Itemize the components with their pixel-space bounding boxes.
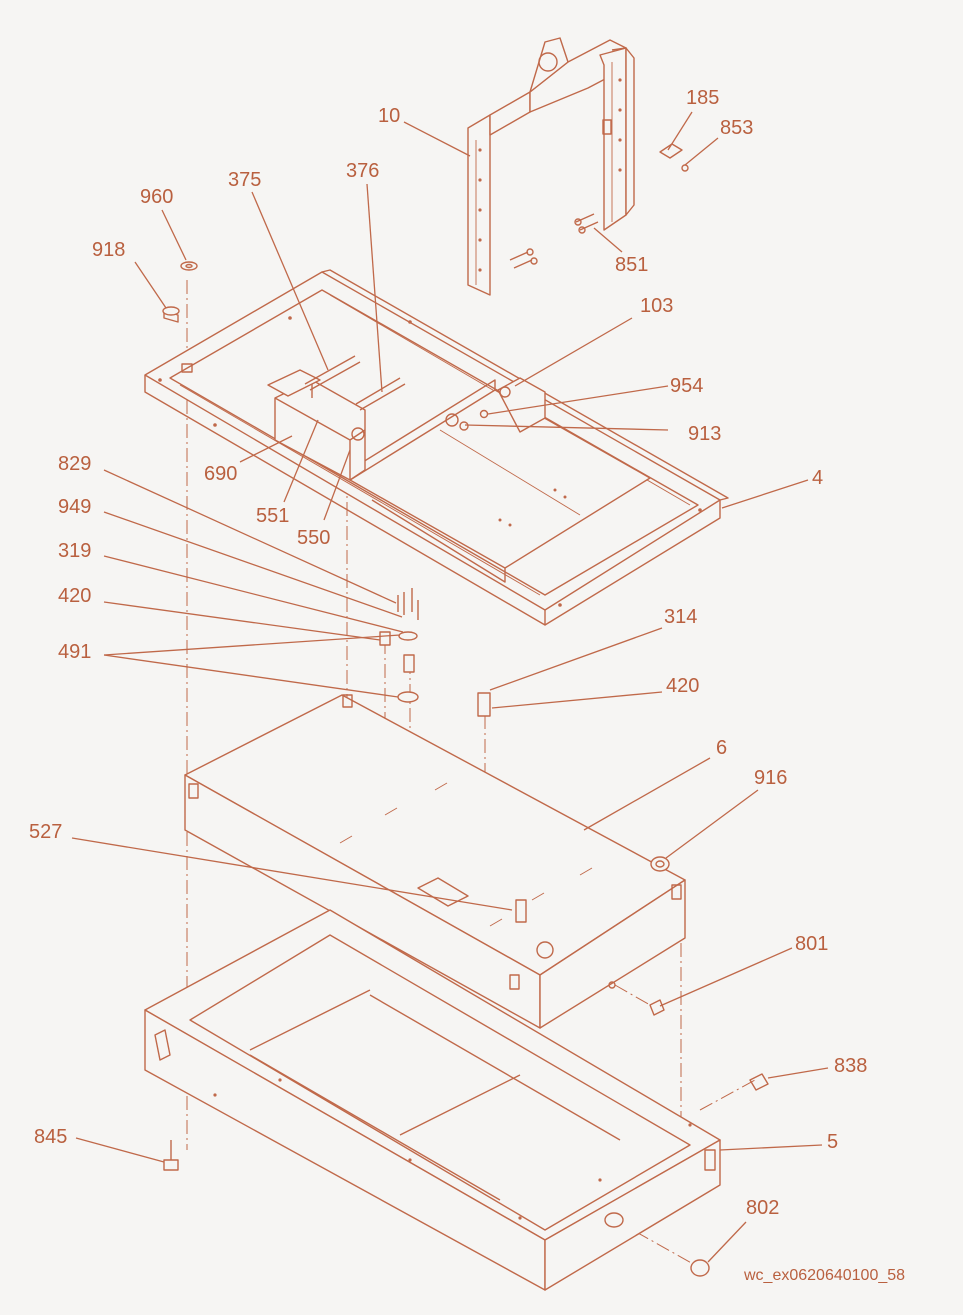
callout-319: 319 <box>58 540 91 562</box>
callout-913: 913 <box>688 423 721 445</box>
callout-103: 103 <box>640 295 673 317</box>
callout-551: 551 <box>256 505 289 527</box>
callout-185: 185 <box>686 87 719 109</box>
callout-376: 376 <box>346 160 379 182</box>
callout-420-right: 420 <box>666 675 699 697</box>
callout-550: 550 <box>297 527 330 549</box>
callout-labels: 10 185 853 851 960 918 375 376 103 954 9… <box>29 87 867 1219</box>
tank-part <box>184 694 686 1029</box>
callout-960: 960 <box>140 186 173 208</box>
fastener-stack <box>379 588 491 717</box>
callout-829: 829 <box>58 453 91 475</box>
callout-375: 375 <box>228 169 261 191</box>
callout-491: 491 <box>58 641 91 663</box>
callout-845: 845 <box>34 1126 67 1148</box>
callout-916: 916 <box>754 767 787 789</box>
isolator-parts <box>162 261 198 373</box>
callout-420-left: 420 <box>58 585 91 607</box>
base-part <box>144 909 769 1291</box>
callout-4: 4 <box>812 467 823 489</box>
leader-lines <box>71 111 829 1263</box>
handle-frame-part <box>467 37 689 296</box>
callout-801: 801 <box>795 933 828 955</box>
callout-853: 853 <box>720 117 753 139</box>
callout-949: 949 <box>58 496 91 518</box>
callout-10: 10 <box>378 105 400 127</box>
drawing-id: wc_ex0620640100_58 <box>743 1267 905 1284</box>
callout-802: 802 <box>746 1197 779 1219</box>
callout-5: 5 <box>827 1131 838 1153</box>
callout-527: 527 <box>29 821 62 843</box>
upper-frame-part <box>144 269 729 626</box>
callout-314: 314 <box>664 606 697 628</box>
callout-851: 851 <box>615 254 648 276</box>
callout-6: 6 <box>716 737 727 759</box>
callout-954: 954 <box>670 375 703 397</box>
callout-838: 838 <box>834 1055 867 1077</box>
callout-918: 918 <box>92 239 125 261</box>
callout-690: 690 <box>204 463 237 485</box>
